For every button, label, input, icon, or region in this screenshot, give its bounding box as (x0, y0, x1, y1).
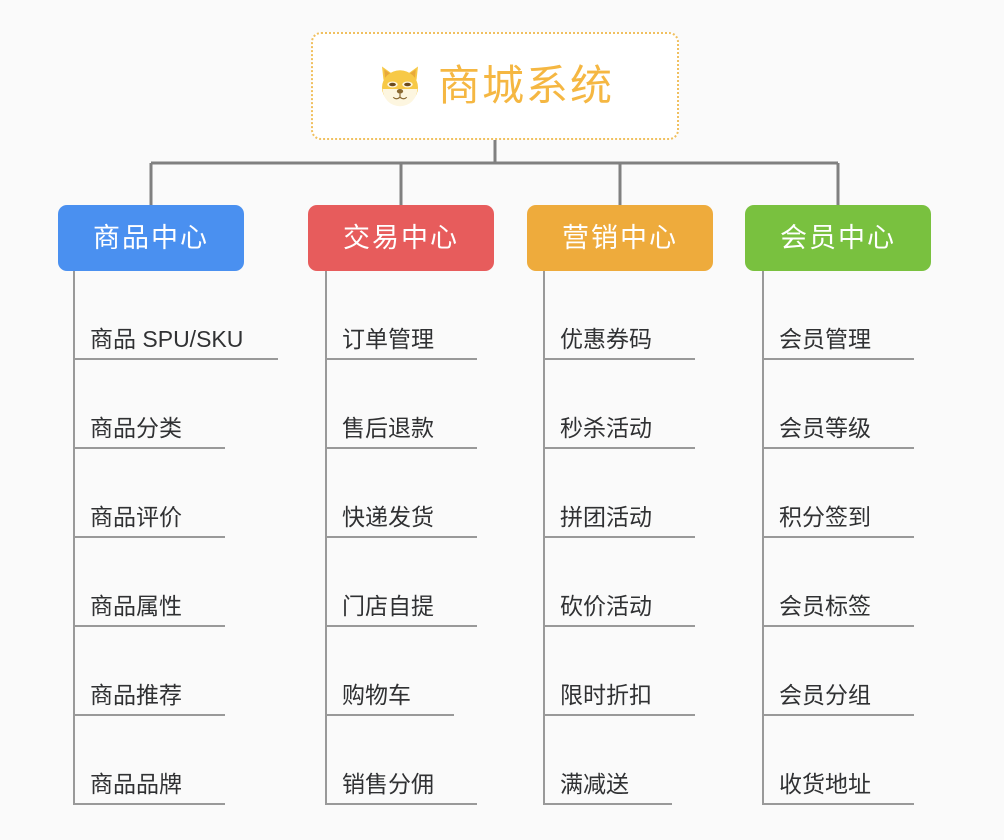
branch-trunk-line (325, 271, 327, 805)
leaf-item-label: 商品推荐 (90, 682, 182, 708)
leaf-underline (762, 625, 914, 627)
leaf-underline (762, 358, 914, 360)
leaf-item-label: 会员标签 (779, 593, 871, 619)
leaf-item-label: 商品属性 (90, 593, 182, 619)
leaf-item-label: 积分签到 (779, 504, 871, 530)
leaf-item-label: 收货地址 (779, 771, 871, 797)
leaf-item-label: 砍价活动 (560, 593, 652, 619)
leaf-underline (73, 803, 225, 805)
category-box-2[interactable]: 交易中心 (308, 205, 494, 271)
leaf-underline (73, 447, 225, 449)
root-title: 商城系统 (437, 62, 614, 109)
leaf-underline (325, 447, 477, 449)
leaf-underline (762, 447, 914, 449)
branch-trunk-line (543, 271, 545, 805)
leaf-underline (73, 625, 225, 627)
leaf-item-label: 快递发货 (342, 504, 434, 530)
leaf-underline (73, 714, 225, 716)
leaf-underline (325, 625, 477, 627)
leaf-underline (325, 803, 477, 805)
leaf-item-label: 商品分类 (90, 415, 182, 441)
leaf-item-label: 拼团活动 (560, 504, 652, 530)
category-box-3[interactable]: 营销中心 (527, 205, 713, 271)
branch-trunk-line (73, 271, 75, 805)
leaf-underline (762, 536, 914, 538)
category-label: 会员中心 (780, 222, 896, 253)
category-label: 营销中心 (562, 222, 678, 253)
leaf-item-label: 门店自提 (342, 593, 434, 619)
leaf-item-label: 商品 SPU/SKU (90, 326, 244, 352)
leaf-underline (325, 536, 477, 538)
leaf-underline (543, 714, 695, 716)
leaf-underline (325, 714, 454, 716)
leaf-underline (543, 358, 695, 360)
leaf-item-label: 优惠券码 (560, 326, 652, 352)
branch-trunk-line (762, 271, 764, 805)
leaf-item-label: 秒杀活动 (560, 415, 652, 441)
leaf-underline (543, 803, 672, 805)
leaf-item-label: 商品品牌 (90, 771, 182, 797)
leaf-underline (543, 447, 695, 449)
category-label: 商品中心 (93, 222, 209, 253)
category-box-1[interactable]: 商品中心 (58, 205, 244, 271)
leaf-underline (543, 625, 695, 627)
root-node[interactable]: 商城系统 (311, 32, 679, 140)
leaf-item-label: 会员管理 (779, 326, 871, 352)
leaf-underline (762, 803, 914, 805)
leaf-item-label: 满减送 (560, 771, 629, 797)
category-label: 交易中心 (343, 222, 459, 253)
leaf-item-label: 会员等级 (779, 415, 871, 441)
leaf-item-label: 限时折扣 (560, 682, 652, 708)
leaf-item-label: 会员分组 (779, 682, 871, 708)
leaf-underline (325, 358, 477, 360)
leaf-item-label: 购物车 (342, 682, 411, 708)
shiba-dog-face-icon (376, 62, 424, 110)
leaf-underline (543, 536, 695, 538)
leaf-item-label: 销售分佣 (342, 771, 434, 797)
leaf-item-label: 商品评价 (90, 504, 182, 530)
leaf-underline (73, 358, 278, 360)
leaf-item-label: 售后退款 (342, 415, 434, 441)
category-box-4[interactable]: 会员中心 (745, 205, 931, 271)
leaf-item-label: 订单管理 (342, 326, 434, 352)
leaf-underline (73, 536, 225, 538)
leaf-underline (762, 714, 914, 716)
